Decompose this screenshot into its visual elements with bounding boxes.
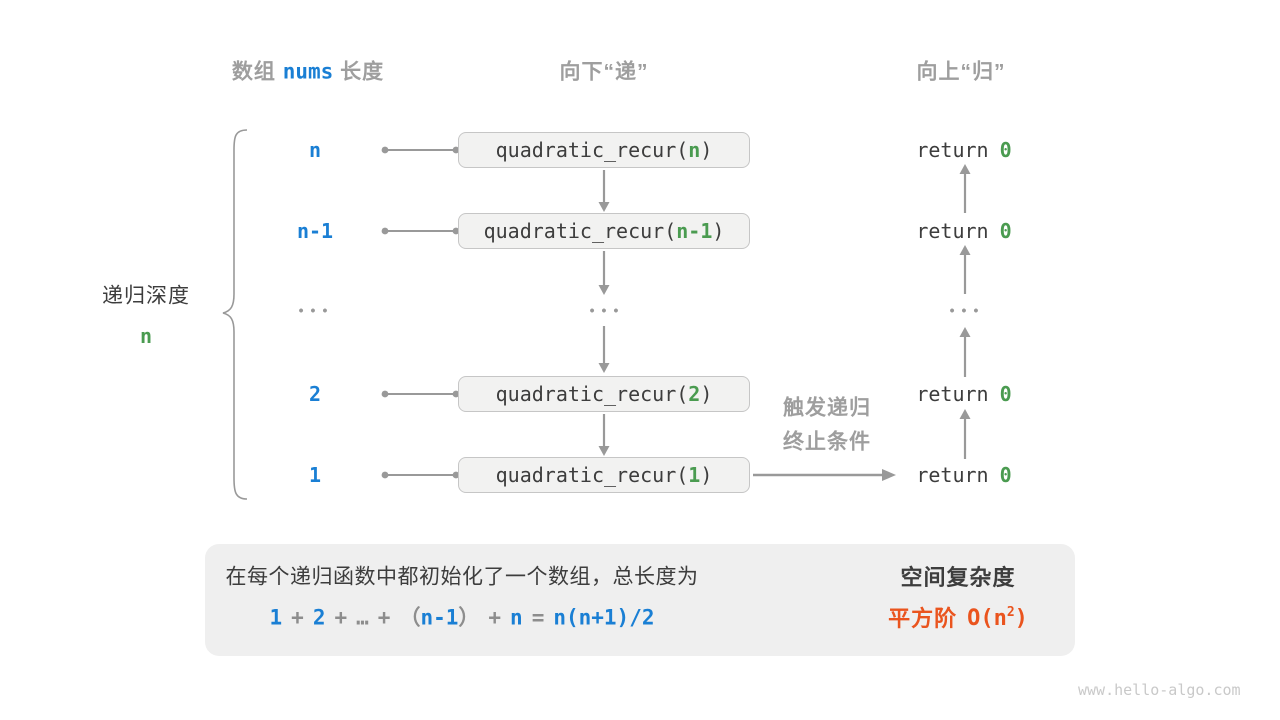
formula-result: n(n+1)/2: [553, 605, 655, 630]
space-complexity-title: 空间复杂度: [900, 565, 1016, 590]
depth-brace: [222, 129, 248, 500]
call-arg: n: [688, 138, 701, 162]
return-ellipsis: •••: [949, 302, 986, 318]
formula-equals: =: [531, 605, 545, 630]
call-pre: quadratic_recur(: [495, 382, 689, 406]
formula-op: +: [488, 605, 502, 630]
return-value: 0: [999, 138, 1012, 162]
return-row-2: return 0: [916, 384, 1011, 404]
formula-lparen: （: [399, 605, 421, 630]
connector-row-1: [381, 471, 460, 479]
header-array-pre: 数组: [231, 60, 276, 84]
length-label-2: 2: [308, 382, 322, 406]
formula-rparen: ）: [458, 605, 480, 630]
call-post: ): [700, 138, 713, 162]
call-pre: quadratic_recur(: [483, 219, 677, 243]
return-keyword: return: [916, 463, 989, 487]
call-box-1: quadratic_recur(1): [458, 457, 750, 493]
return-row-n1: return 0: [916, 221, 1011, 241]
return-value: 0: [999, 219, 1012, 243]
formula-op: +: [334, 605, 348, 630]
down-arrows: [598, 170, 610, 456]
return-value: 0: [999, 463, 1012, 487]
length-ellipsis: •••: [298, 302, 335, 318]
formula-op: +: [291, 605, 304, 630]
call-arg: 2: [688, 382, 701, 406]
header-array-post: 长度: [340, 60, 385, 84]
call-post: ): [700, 382, 713, 406]
length-label-1: 1: [308, 463, 322, 487]
call-box-2: quadratic_recur(2): [458, 376, 750, 412]
call-post: ): [700, 463, 713, 487]
header-recurse: 向下“递”: [559, 60, 649, 84]
return-row-1: return 0: [916, 465, 1011, 485]
up-arrows: [959, 164, 971, 459]
formula-term: 1: [269, 605, 283, 630]
formula-term: 2: [312, 605, 326, 630]
big-o-pre: O(n: [967, 606, 1007, 631]
formula-term: n: [510, 605, 523, 630]
call-ellipsis: •••: [589, 302, 626, 318]
call-box-n1: quadratic_recur(n-1): [458, 213, 750, 249]
connector-row-n: [381, 146, 460, 154]
length-label-n: n: [308, 138, 322, 162]
formula-term: n-1: [420, 605, 459, 630]
return-keyword: return: [916, 138, 989, 162]
summary-text: 在每个递归函数中都初始化了一个数组，总长度为: [225, 565, 699, 589]
connector-row-n1: [381, 227, 460, 235]
return-value: 0: [999, 382, 1012, 406]
call-pre: quadratic_recur(: [495, 463, 689, 487]
base-case-arrow: [753, 469, 896, 481]
big-o-exponent: 2: [1006, 605, 1015, 620]
header-array-code: nums: [282, 59, 334, 84]
depth-value: n: [139, 324, 153, 348]
header-return: 向上“归”: [916, 60, 1006, 84]
summary-formula: 1 + 2 + … + （n-1） + n = n(n+1)/2: [269, 605, 655, 630]
space-order-label: 平方阶: [888, 606, 958, 631]
call-arg: 1: [688, 463, 701, 487]
return-keyword: return: [916, 219, 989, 243]
connector-row-2: [381, 390, 460, 398]
formula-paren-group: （n-1）: [399, 605, 480, 630]
formula-ellipsis: …: [356, 605, 369, 630]
length-label-n1: n-1: [296, 219, 334, 243]
base-case-note-line2: 终止条件: [783, 430, 871, 454]
base-case-note-line1: 触发递归: [783, 396, 871, 420]
header-array-length: 数组 nums 长度: [231, 59, 385, 84]
call-arg: n-1: [676, 219, 713, 243]
call-post: ): [712, 219, 725, 243]
return-row-n: return 0: [916, 140, 1011, 160]
watermark: www.hello-algo.com: [1078, 681, 1241, 699]
call-pre: quadratic_recur(: [495, 138, 689, 162]
formula-op: +: [377, 605, 391, 630]
depth-label: 递归深度: [102, 284, 190, 308]
big-o-post: ): [1014, 606, 1028, 631]
summary-panel: [205, 544, 1075, 656]
return-keyword: return: [916, 382, 989, 406]
call-box-n: quadratic_recur(n): [458, 132, 750, 168]
